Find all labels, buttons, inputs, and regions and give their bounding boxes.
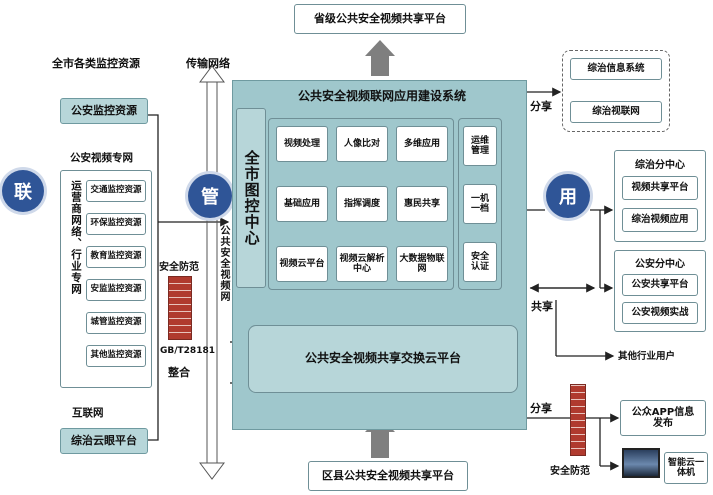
circle-manage: 管 xyxy=(188,174,232,218)
app-grid-item: 基础应用 xyxy=(276,186,328,222)
app-grid-item: 指挥调度 xyxy=(336,186,388,222)
zz-center-label: 综治分中心 xyxy=(635,160,685,171)
circle-use: 用 xyxy=(546,174,590,218)
police-resource: 公安监控资源 xyxy=(60,98,148,124)
ga-item: 公安视频实战 xyxy=(622,302,698,324)
carrier-net-group xyxy=(60,170,152,388)
side-frame xyxy=(458,118,502,290)
info-system: 综治信息系统 xyxy=(570,58,662,80)
app-grid-item: 视频云解析中心 xyxy=(336,246,388,282)
left-title: 全市各类监控资源 xyxy=(52,57,140,70)
app-box: 公众APP信息发布 xyxy=(620,400,706,436)
resource-item: 教育监控资源 xyxy=(86,246,146,268)
share-bottom-label: 分享 xyxy=(530,402,552,415)
resource-item: 交通监控资源 xyxy=(86,180,146,202)
ga-center-label: 公安分中心 xyxy=(635,259,685,270)
transport-net-label: 传输网络 xyxy=(186,57,230,70)
zz-item: 视频共享平台 xyxy=(622,176,698,200)
police-net-label: 公安视频专网 xyxy=(70,152,133,164)
info-group xyxy=(562,50,670,132)
side-item: 运维管理 xyxy=(463,126,497,166)
monitor-icon xyxy=(622,448,660,478)
exchange-platform: 公共安全视频共享交换云平台 xyxy=(248,325,518,393)
resource-item: 城管监控资源 xyxy=(86,312,146,334)
district-platform: 区县公共安全视频共享平台 xyxy=(308,461,468,491)
app-grid-item: 大数据物联网 xyxy=(396,246,448,282)
share-top-label: 分享 xyxy=(530,100,552,113)
ga-item: 公安共享平台 xyxy=(622,274,698,296)
control-center: 全市图控中心 xyxy=(236,108,266,288)
video-net: 综治视联网 xyxy=(570,101,662,123)
zz-center-group xyxy=(614,150,706,242)
side-item: 安全认证 xyxy=(463,242,497,282)
app-grid-item: 惠民共享 xyxy=(396,186,448,222)
provincial-platform: 省级公共安全视频共享平台 xyxy=(294,4,466,34)
zz-item: 综治视频应用 xyxy=(622,208,698,232)
app-grid-item: 多维应用 xyxy=(396,126,448,162)
security-bottom-label: 安全防范 xyxy=(550,466,590,477)
ga-center-group xyxy=(614,250,706,332)
cloud-eye-platform: 综治云眼平台 xyxy=(60,428,148,454)
smart-cloud-box: 智能云一体机 xyxy=(664,452,708,484)
integrate-label: 整合 xyxy=(168,366,190,379)
center-title: 公共安全视频联网应用建设系统 xyxy=(297,89,466,103)
app-grid-frame xyxy=(268,118,454,290)
resource-item: 其他监控资源 xyxy=(86,345,146,367)
circle-connect: 联 xyxy=(2,170,44,212)
internet-label: 互联网 xyxy=(72,407,104,419)
public-video-net-label: 公共安全视频网 xyxy=(218,225,229,302)
app-grid-item: 人像比对 xyxy=(336,126,388,162)
firewall-icon xyxy=(570,384,586,456)
resource-item: 安监监控资源 xyxy=(86,279,146,301)
resource-item: 环保监控资源 xyxy=(86,213,146,235)
app-grid-item: 视频处理 xyxy=(276,126,328,162)
security-label: 安全防范 xyxy=(159,262,199,273)
other-users: 其他行业用户 xyxy=(618,351,676,362)
firewall-icon xyxy=(168,276,192,340)
standard-label: GB/T28181 xyxy=(160,346,215,356)
side-item: 一机一档 xyxy=(463,184,497,224)
share-mid-label: 共享 xyxy=(531,300,553,313)
carrier-net-label: 运营商网络、行业专网 xyxy=(70,180,82,295)
app-grid-item: 视频云平台 xyxy=(276,246,328,282)
